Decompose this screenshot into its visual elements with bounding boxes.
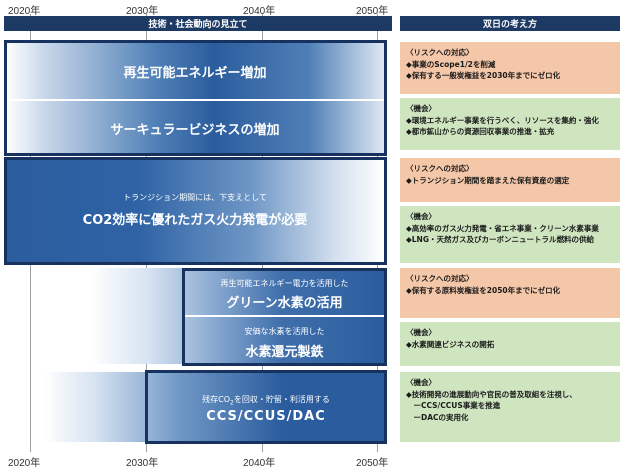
panel-heading: 〈リスクへの対応〉 [406,48,474,57]
panel-heading: 〈機会〉 [406,328,436,337]
year-label-2020-top: 2020年 [8,6,41,17]
panel-item: ◆技術開発の進展動向や官民の普及取組を注視し、 [406,389,577,399]
green-hydrogen-label: グリーン水素の活用 [226,296,343,311]
panel-item: ◆保有する一般炭権益を2030年までにゼロ化 [406,71,561,81]
panel-opportunity-4: 〈機会〉 ◆技術開発の進展動向や官民の普及取組を注視し、 ーCCS/CCUS事業… [400,372,620,442]
ccs-sub-subscript: 2 [230,399,234,407]
panel-item: ◆保有する原料炭権益を2050年までにゼロ化 [406,285,561,295]
circular-business-label: サーキュラービジネスの増加 [110,123,280,138]
renewable-energy-label: 再生可能エネルギー増加 [123,66,267,81]
panel-opportunity-2: 〈機会〉 ◆高効率のガス火力発電・省エネ事業・クリーン水素事業 ◆LNG・天然ガ… [400,206,620,263]
panel-heading: 〈リスクへの対応〉 [406,274,474,283]
panel-item: ◆LNG・天然ガス及びカーボンニュートラル燃料の供給 [406,235,594,245]
frame-block-1 [4,40,387,156]
hydrogen-steel-label: 水素還元製鉄 [245,345,324,360]
frame-block-4 [145,370,387,444]
divider-line [6,99,384,101]
panel-item: ◆環境エネルギー事業を行うべく、リソースを集約・強化 [406,115,599,125]
steel-sub-label: 安価な水素を活用した [244,327,325,336]
hydrogen-sub-label: 再生可能エネルギー電力を活用した [220,279,349,288]
year-label-2030-bottom: 2030年 [126,458,159,469]
panel-risk-2: 〈リスクへの対応〉 ◆トランジション期間を踏まえた保有資産の選定 [400,158,620,202]
divider-line [185,315,384,317]
panel-risk-1: 〈リスクへの対応〉 ◆事業のScope1/2を削減 ◆保有する一般炭権益を203… [400,42,620,94]
panel-opportunity-3: 〈機会〉 ◆水素関連ビジネスの開拓 [400,322,620,366]
panel-item: ◆高効率のガス火力発電・省エネ事業・クリーン水素事業 [406,223,599,233]
panel-item: ーDACの実用化 [406,412,469,422]
panel-item: ◆都市鉱山からの資源回収事業の推進・拡充 [406,127,555,137]
panel-item: ーCCS/CCUS事業を推進 [406,401,501,411]
panel-heading: 〈機会〉 [406,212,436,221]
year-label-2030-top: 2030年 [126,6,159,17]
year-label-2050-bottom: 2050年 [356,458,389,469]
right-header: 双日の考え方 [400,16,620,31]
block-ccs [44,372,384,442]
ccs-sub-text-2: を回収・貯留・利活用する [233,395,330,404]
panel-heading: 〈リスクへの対応〉 [406,164,474,173]
ccs-label: CCS/CCUS/DAC [206,409,326,424]
panel-risk-3: 〈リスクへの対応〉 ◆保有する原料炭権益を2050年までにゼロ化 [400,268,620,318]
panel-opportunity-1: 〈機会〉 ◆環境エネルギー事業を行うべく、リソースを集約・強化 ◆都市鉱山からの… [400,98,620,150]
panel-item: ◆事業のScope1/2を削減 [406,59,496,69]
year-label-2040-top: 2040年 [243,6,276,17]
year-label-2040-bottom: 2040年 [243,458,276,469]
panel-heading: 〈機会〉 [406,378,436,387]
frame-block-2 [4,157,387,265]
ccs-sub-text: 残存CO [202,395,231,404]
year-label-2020-bottom: 2020年 [8,458,41,469]
panel-heading: 〈機会〉 [406,104,436,113]
frame-block-3 [182,268,387,366]
panel-item: ◆水素関連ビジネスの開拓 [406,339,495,349]
transition-sub-label: トランジション期間には、下支えとして [123,193,267,202]
block-renewable-circular [6,42,384,154]
year-label-2050-top: 2050年 [356,6,389,17]
gas-power-label: CO2効率に優れたガス火力発電が必要 [82,213,308,228]
block-transition-gas [6,159,384,263]
panel-item: ◆トランジション期間を踏まえた保有資産の選定 [406,175,570,185]
left-header: 技術・社会動向の見立て [4,16,392,31]
ccs-sub-label: 残存CO2を回収・貯留・利活用する [148,394,384,407]
